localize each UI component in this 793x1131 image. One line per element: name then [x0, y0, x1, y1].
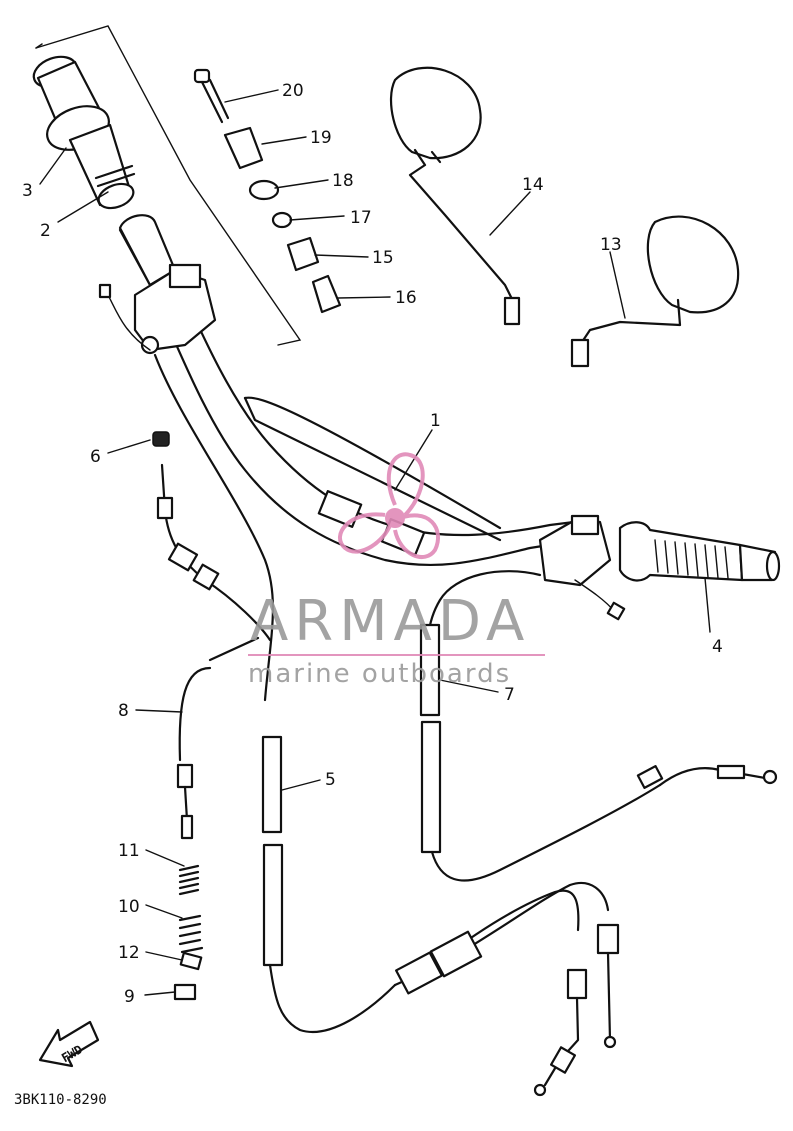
left-grip	[32, 55, 136, 210]
label-part-18: 18	[332, 171, 354, 191]
exploded-view-box	[35, 25, 302, 346]
label-part-10: 10	[118, 897, 140, 917]
label-part-15: 15	[372, 248, 394, 268]
leader-lines	[39, 89, 711, 996]
watermark-brand: ARMADA	[250, 589, 530, 654]
insert-16	[311, 274, 342, 314]
forward-arrow: FWD	[38, 1020, 100, 1068]
left-bar-end	[118, 214, 177, 287]
label-part-5: 5	[325, 770, 336, 790]
label-part-3: 3	[22, 181, 33, 201]
label-part-12: 12	[118, 943, 140, 963]
mirror-13	[570, 215, 740, 368]
label-part-1: 1	[430, 411, 441, 431]
nut-6	[152, 431, 170, 447]
label-part-7: 7	[504, 685, 515, 705]
holder-9	[173, 983, 197, 1001]
spring-10	[178, 914, 204, 954]
label-part-19: 19	[310, 128, 332, 148]
label-part-20: 20	[282, 81, 304, 101]
label-part-8: 8	[118, 701, 129, 721]
label-part-4: 4	[712, 637, 723, 657]
cable-8	[176, 666, 212, 840]
nut-17	[271, 211, 293, 229]
throttle-cable-upper	[156, 463, 272, 662]
label-part-17: 17	[350, 208, 372, 228]
collar-18	[248, 179, 280, 201]
cable-5	[153, 353, 397, 1033]
handlebar	[118, 228, 592, 567]
joint-12	[179, 951, 203, 971]
drawing-code: 3BK110-8290	[14, 1092, 107, 1108]
armada-watermark: ARMADA marine outboards	[248, 452, 545, 689]
label-part-6: 6	[90, 447, 101, 467]
throttle-junction	[393, 882, 620, 1097]
right-grip	[538, 514, 781, 621]
weight-19	[223, 126, 264, 170]
cable-7	[419, 570, 778, 882]
watermark-tagline: marine outboards	[248, 659, 511, 689]
damper-15	[286, 236, 320, 272]
label-part-13: 13	[600, 235, 622, 255]
watermark-logo	[338, 452, 441, 560]
label-part-11: 11	[118, 841, 140, 861]
left-switch-housing	[98, 263, 217, 355]
bolt-20	[193, 68, 230, 124]
label-part-9: 9	[124, 987, 135, 1007]
label-part-16: 16	[395, 288, 417, 308]
spring-11	[178, 864, 200, 896]
label-part-14: 14	[522, 175, 544, 195]
mirror-14	[389, 66, 521, 326]
label-part-2: 2	[40, 221, 51, 241]
